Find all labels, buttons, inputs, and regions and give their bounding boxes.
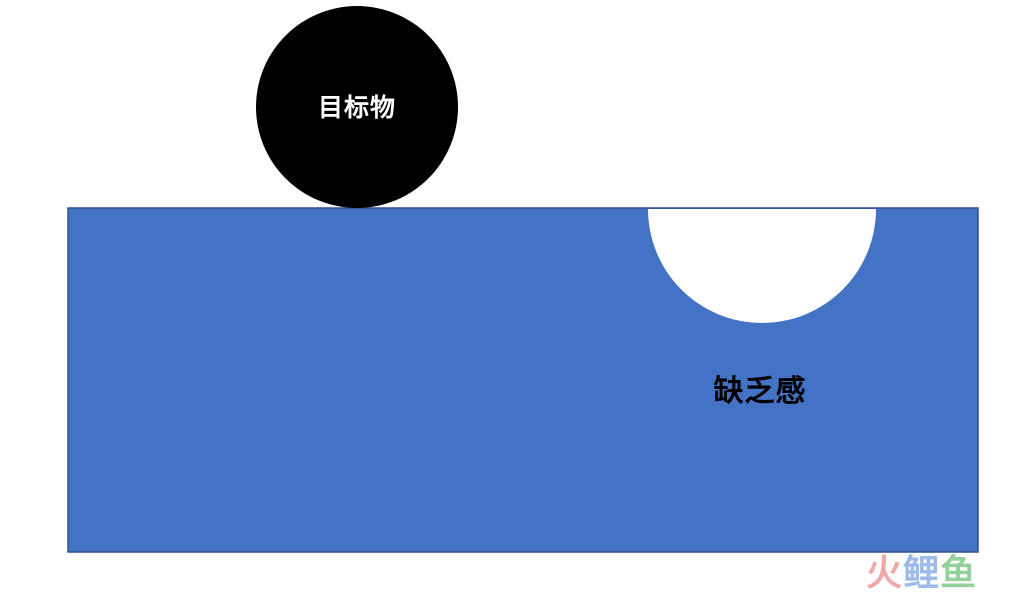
target-object-circle: [256, 6, 458, 208]
watermark-char-1: 火: [866, 553, 904, 594]
target-object-label: 目标物: [317, 93, 396, 122]
watermark-logo: 火鲤鱼: [866, 553, 1016, 595]
missing-part-notch: [648, 209, 876, 323]
lack-label: 缺乏感: [713, 374, 807, 409]
watermark-char-3: 鱼: [940, 553, 978, 594]
watermark-char-2: 鲤: [903, 553, 941, 594]
